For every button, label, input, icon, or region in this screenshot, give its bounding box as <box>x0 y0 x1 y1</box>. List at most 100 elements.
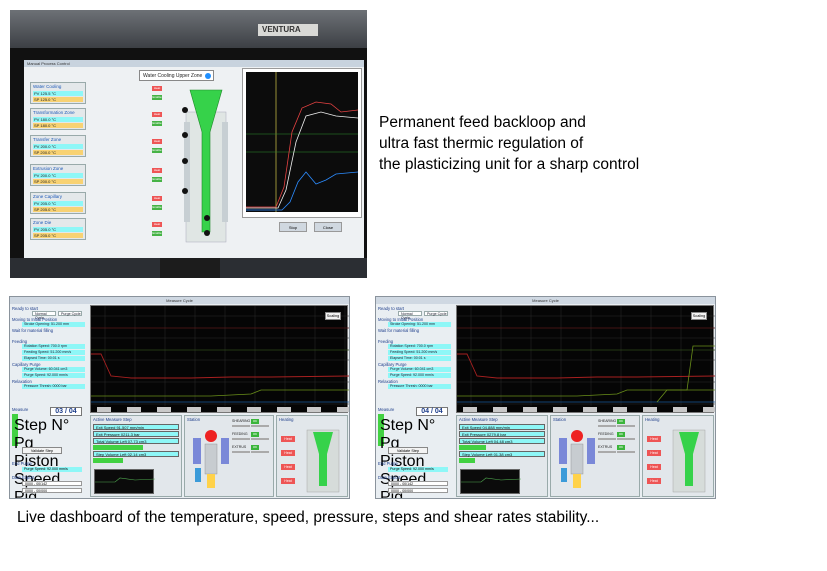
value-cell <box>232 438 250 440</box>
step-volume-field: Step Volume Left 01.38 cm3 <box>459 451 545 457</box>
close-button[interactable]: Close <box>314 222 342 232</box>
feeding-row: Rotation Speed: 700.0 rpm <box>388 344 451 349</box>
purge-cycle-button[interactable]: Purge Cycle <box>424 311 448 316</box>
heat-button[interactable]: Heat <box>647 436 661 442</box>
time-tick-label <box>187 407 201 412</box>
zone-sp: SP 200.0 °C <box>33 150 83 155</box>
heat-button[interactable]: Heat <box>152 168 162 173</box>
measure-counter: 04 / 04 <box>416 407 448 416</box>
feeding-label: FEEDING <box>598 432 614 436</box>
sensor-dot-icon <box>182 107 188 113</box>
station-label: Station <box>187 417 201 422</box>
chart-traces <box>91 306 349 412</box>
time-tick-label <box>217 407 231 412</box>
heat-button[interactable]: Heat <box>152 86 162 91</box>
relax-row: Pressure Thresh: 0000 bar <box>22 384 85 389</box>
heat-button[interactable]: Heat <box>647 464 661 470</box>
window-title: Manual Process Control <box>24 60 364 67</box>
enable-button[interactable]: Enable <box>152 121 162 126</box>
heat-button[interactable]: Heat <box>152 139 162 144</box>
time-tick-label <box>583 407 597 412</box>
enable-button[interactable]: Enable <box>152 177 162 182</box>
scaling-button[interactable]: Scaling <box>691 312 707 320</box>
feeding-row: Elapsed Time: 00:01 s <box>22 356 85 361</box>
heat-button[interactable]: Heat <box>647 450 661 456</box>
zone-title: Transfer Zone <box>33 137 62 142</box>
value-cell <box>232 451 250 453</box>
feeding-label: Feeding <box>378 339 394 344</box>
moving-label: Moving to Initial Position <box>12 317 58 322</box>
value-cell <box>251 438 269 440</box>
extrus-label: EXTRUS <box>598 445 613 449</box>
purge-cycle-button[interactable]: Purge Cycle <box>58 311 82 316</box>
time-tick-label <box>157 407 171 412</box>
end-purge-row: Purge Speed: 92.000 mm/s <box>22 467 82 472</box>
exit-pressure-field: Exit Pressure 0211.3 bar <box>93 431 179 437</box>
value-cell <box>232 425 250 427</box>
heat-button[interactable]: Heat <box>647 478 661 484</box>
heat-button[interactable]: Heat <box>281 478 295 484</box>
enable-button[interactable]: Enable <box>152 95 162 100</box>
time-tick-label <box>127 407 141 412</box>
moving-label: Moving to Initial Position <box>378 317 424 322</box>
export-row[interactable]: 0000 - 00/000 <box>388 488 448 493</box>
caption-line-3: the plasticizing unit for a sharp contro… <box>379 156 640 173</box>
cycle-steps-panel: Ready to start Normal Cycle Purge Cycle … <box>378 305 451 497</box>
wait-label: Wait for material filling <box>378 328 420 333</box>
monitor-stand <box>160 258 220 278</box>
heat-button[interactable]: Heat <box>152 196 162 201</box>
station-diagram <box>193 430 229 488</box>
stop-button[interactable]: Stop <box>279 222 307 232</box>
capillary-purge-label: Capillary Purge <box>12 362 41 367</box>
validate-step-button[interactable]: Validate Step <box>388 447 428 454</box>
heat-button[interactable]: Heat <box>281 436 295 442</box>
capillary-purge-label: Capillary Purge <box>378 362 407 367</box>
exit-speed-field: Exit Speed 91.507 mm/min <box>93 424 179 430</box>
cap-row: Purge Speed: 92.000 mm/s <box>388 373 451 378</box>
enable-button[interactable]: Enable <box>152 205 162 210</box>
value-cell <box>598 438 616 440</box>
export-row[interactable]: 0000 - 00/142 <box>22 481 82 486</box>
end-purge-label: End Purge <box>12 461 32 466</box>
top-button-label: Water Cooling Upper Zone <box>143 73 203 79</box>
measure-label: Measure <box>378 407 395 412</box>
measure-progress-bar <box>378 414 384 446</box>
water-cooling-upper-zone-button[interactable]: Water Cooling Upper Zone <box>139 70 214 81</box>
time-tick-label <box>553 407 567 412</box>
zone-sp: SP 180.0 °C <box>33 123 83 128</box>
total-volume-field: Total Volume Left 04.48 cm3 <box>459 438 545 444</box>
value-cell <box>251 451 269 453</box>
station-diagram <box>559 430 595 488</box>
heat-button[interactable]: Heat <box>281 450 295 456</box>
enable-button[interactable]: Enable <box>152 231 162 236</box>
shearing-label: SHEARING <box>232 419 251 423</box>
scaling-button[interactable]: Scaling <box>325 312 341 320</box>
cycle-steps-panel: Ready to start Normal Cycle Purge Cycle … <box>12 305 85 497</box>
normal-cycle-button[interactable]: Normal Cycle <box>32 311 56 320</box>
zone-sp: SP 205.0 °C <box>33 233 83 238</box>
measure-row: Pig Speed <box>14 489 38 499</box>
relax-row: Pressure Thresh: 0000 bar <box>388 384 451 389</box>
heat-button[interactable]: Heat <box>152 222 162 227</box>
total-volume-field: Total Volume Left 07.73 cm3 <box>93 438 179 444</box>
value-cell <box>598 425 616 427</box>
export-row[interactable]: 0000 - 00/142 <box>388 481 448 486</box>
time-tick-label <box>613 407 627 412</box>
step-volume-bar <box>93 458 123 463</box>
normal-cycle-button[interactable]: Normal Cycle <box>398 311 422 320</box>
data-export-label: Data Export <box>12 475 35 480</box>
shearing-label: SHEARING <box>598 419 617 423</box>
enable-button[interactable]: Enable <box>152 148 162 153</box>
export-row[interactable]: 0000 - 00/000 <box>22 488 82 493</box>
heat-button[interactable]: Heat <box>281 464 295 470</box>
validate-step-button[interactable]: Validate Step <box>22 447 62 454</box>
feeding-label: FEEDING <box>232 432 248 436</box>
time-tick-label <box>277 407 291 412</box>
heat-button[interactable]: Heat <box>152 112 162 117</box>
